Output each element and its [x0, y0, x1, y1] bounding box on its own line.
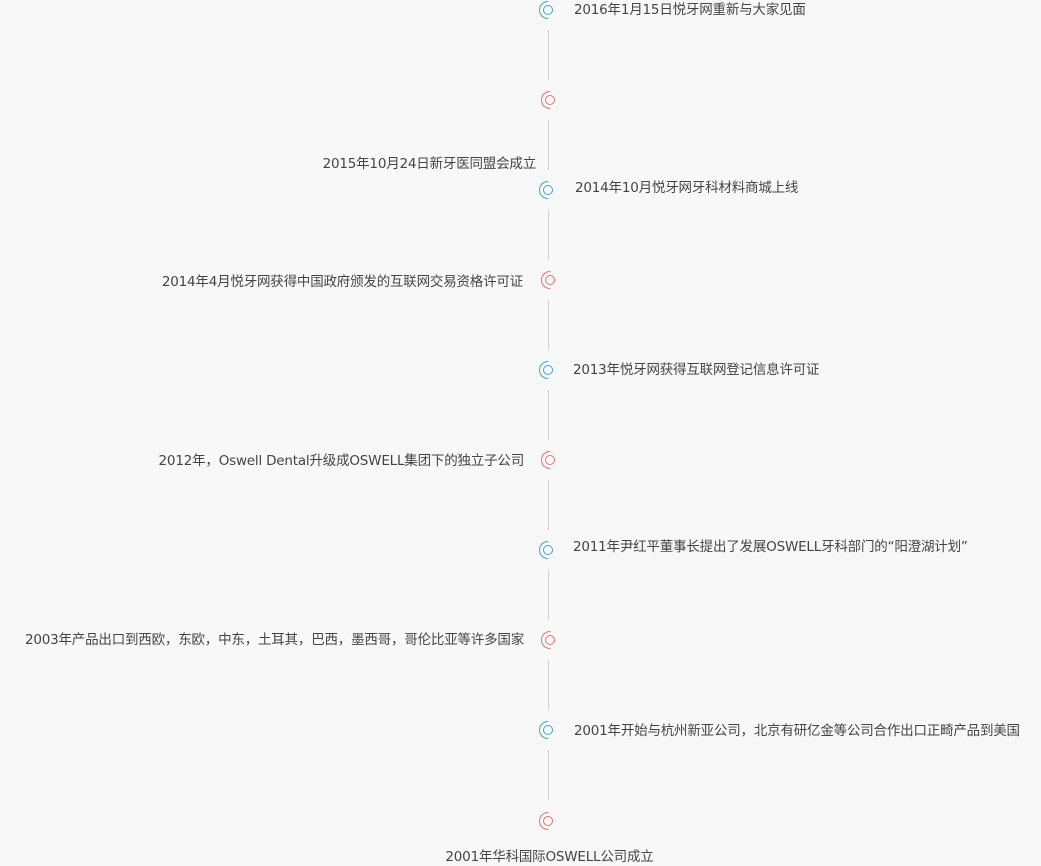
timeline-event-text: 2001年华科国际OSWELL公司成立	[445, 849, 654, 865]
ring-marker-icon	[539, 1, 557, 19]
timeline-event-text: 2003年产品出口到西欧，东欧，中东，土耳其，巴西，墨西哥，哥伦比亚等许多国家	[24, 632, 524, 648]
timeline-line-segment	[548, 300, 549, 350]
ring-marker-icon	[541, 451, 559, 469]
timeline-line-segment	[548, 570, 549, 620]
timeline-line-segment	[548, 480, 549, 530]
timeline-line-segment	[548, 120, 549, 170]
ring-marker-icon	[539, 721, 557, 739]
timeline-event-text: 2011年尹红平董事长提出了发展OSWELL牙科部门的“阳澄湖计划”	[573, 539, 968, 555]
timeline-line-segment	[548, 750, 549, 800]
ring-marker-icon	[539, 361, 557, 379]
timeline-line-segment	[548, 660, 549, 710]
timeline-line-segment	[548, 30, 549, 80]
timeline-line-segment	[548, 390, 549, 440]
timeline-event-text: 2013年悦牙网获得互联网登记信息许可证	[573, 362, 820, 378]
ring-marker-icon	[539, 181, 557, 199]
ring-marker-icon	[541, 271, 559, 289]
timeline-line-segment	[548, 210, 549, 260]
timeline-event-text: 2014年4月悦牙网获得中国政府颁发的互联网交易资格许可证	[161, 274, 523, 290]
timeline-event-text: 2001年开始与杭州新亚公司，北京有研亿金等公司合作出口正畸产品到美国	[574, 723, 1020, 739]
ring-marker-icon	[539, 541, 557, 559]
timeline-event-text: 2014年10月悦牙网牙科材料商城上线	[575, 180, 799, 196]
timeline-event-text: 2016年1月15日悦牙网重新与大家见面	[574, 2, 806, 18]
timeline-event-text: 2012年，Oswell Dental升级成OSWELL集团下的独立子公司	[158, 453, 525, 469]
timeline-event-text: 2015年10月24日新牙医同盟会成立	[322, 156, 537, 172]
ring-marker-icon	[541, 631, 559, 649]
ring-marker-icon	[539, 812, 557, 830]
ring-marker-icon	[541, 91, 559, 109]
